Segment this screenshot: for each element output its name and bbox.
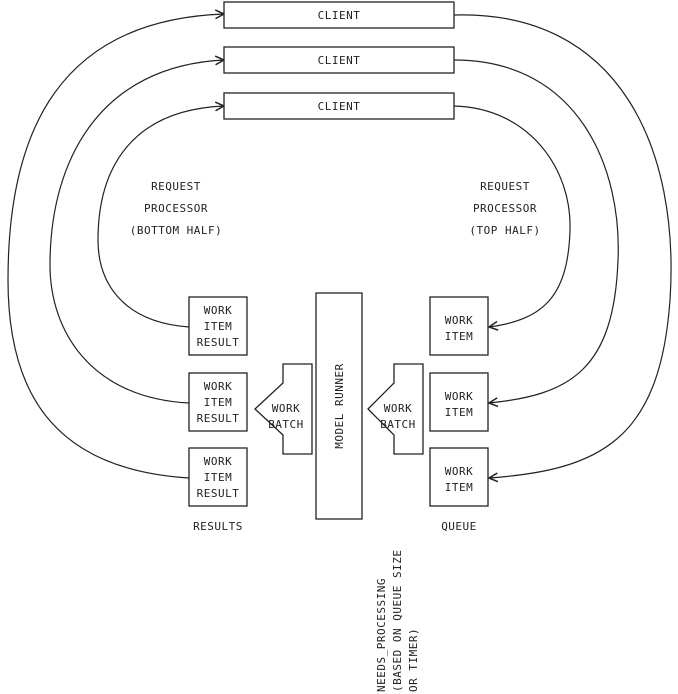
work-item-result-box: WORK ITEM RESULT [188,372,248,432]
client-label: CLIENT [318,100,361,113]
flow-result-to-client1 [7,14,224,479]
processor-text: (TOP HALF) [469,224,540,237]
batch-text: BATCH [268,418,304,431]
needs-processing-text: OR TIMER) [407,628,420,692]
request-processor-top-label: REQUEST PROCESSOR (TOP HALF) [469,180,540,237]
result-text: RESULT [197,412,240,425]
work-item-result-box: WORK ITEM RESULT [188,447,248,507]
queue-item-text: ITEM [445,406,474,419]
queue-item-text: ITEM [445,481,474,494]
batch-text: WORK [272,402,301,415]
work-batch-arrow-right: WORK BATCH [367,363,424,455]
flow-client1-to-queue [453,14,672,478]
flow-result-to-client3 [97,106,224,328]
result-text: RESULT [197,336,240,349]
client-box: CLIENT [223,46,455,74]
client-box: CLIENT [223,92,455,120]
processor-text: REQUEST [480,180,530,193]
batch-text: BATCH [380,418,416,431]
needs-processing-text: NEEDS_PROCESSING [375,578,388,692]
flow-client3-to-queue [453,105,571,327]
processor-text: REQUEST [151,180,201,193]
client-label: CLIENT [318,9,361,22]
work-item-result-box: WORK ITEM RESULT [188,296,248,356]
queue-label: QUEUE [441,520,477,533]
result-text: WORK [204,304,233,317]
work-batch-arrow-left: WORK BATCH [254,363,313,455]
batch-text: WORK [384,402,413,415]
model-runner-box: MODEL RUNNER [315,292,363,520]
flow-result-to-client2 [49,60,224,404]
queue-item-text: ITEM [445,330,474,343]
client-label: CLIENT [318,54,361,67]
processor-text: PROCESSOR [144,202,208,215]
flow-client2-to-queue [453,59,619,403]
request-processor-bottom-label: REQUEST PROCESSOR (BOTTOM HALF) [130,180,223,237]
processor-text: (BOTTOM HALF) [130,224,223,237]
queue-item-text: WORK [445,314,474,327]
result-text: WORK [204,380,233,393]
model-runner-label: MODEL RUNNER [333,363,346,448]
client-box: CLIENT [223,1,455,29]
needs-processing-note: NEEDS_PROCESSING (BASED ON QUEUE SIZE OR… [375,550,420,692]
result-text: ITEM [204,320,233,333]
queue-item-text: WORK [445,465,474,478]
result-text: ITEM [204,471,233,484]
work-item-box: WORK ITEM [429,372,489,432]
queue-item-text: WORK [445,390,474,403]
processor-text: PROCESSOR [473,202,537,215]
work-item-box: WORK ITEM [429,296,489,356]
results-label: RESULTS [193,520,243,533]
result-text: RESULT [197,487,240,500]
needs-processing-text: (BASED ON QUEUE SIZE [391,550,404,692]
work-item-box: WORK ITEM [429,447,489,507]
result-text: WORK [204,455,233,468]
result-text: ITEM [204,396,233,409]
